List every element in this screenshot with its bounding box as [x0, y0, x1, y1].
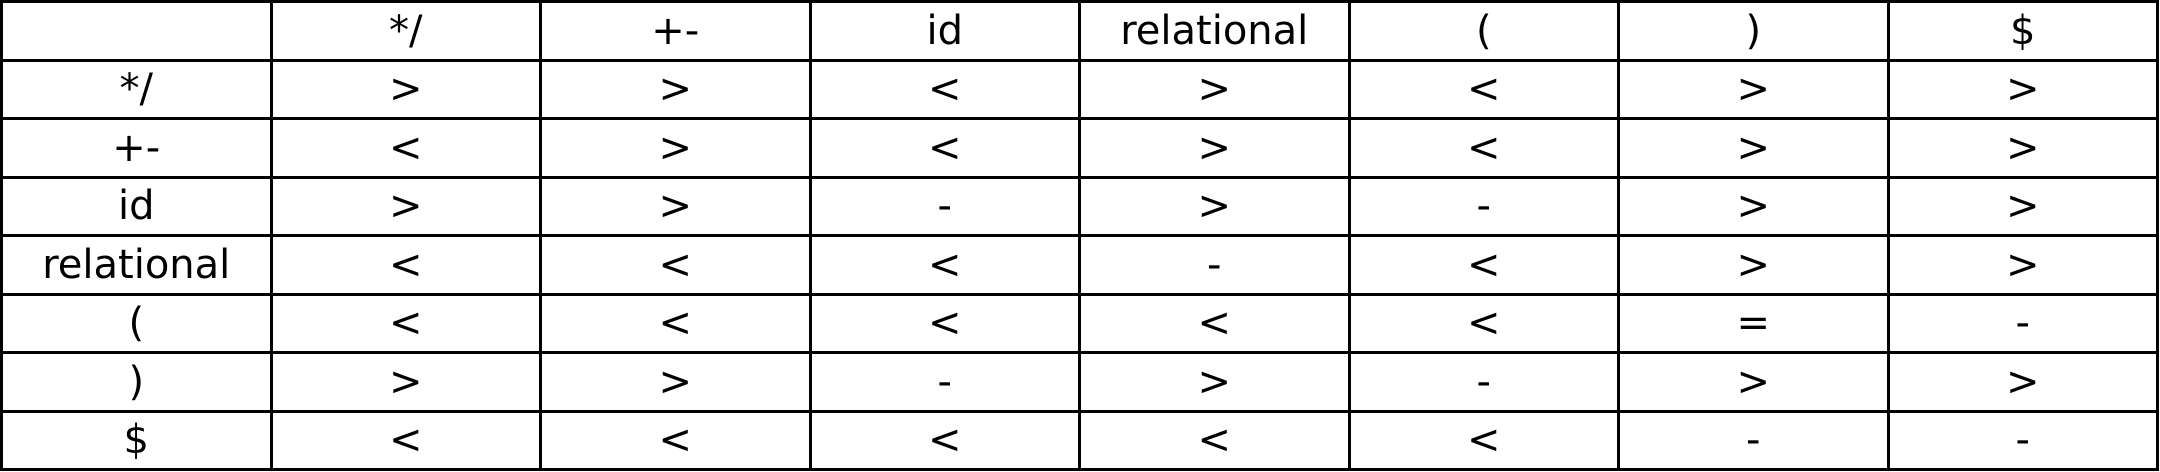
row-header: +-: [0, 117, 273, 179]
row-header: (: [0, 292, 273, 354]
relation-cell: <: [1347, 117, 1620, 179]
relation-cell: =: [1617, 292, 1890, 354]
relation-cell: <: [539, 292, 812, 354]
table-row: relational<<<-<>>: [0, 234, 2159, 296]
relation-cell: >: [539, 58, 812, 120]
column-header: $: [1886, 0, 2159, 62]
relation-cell: >: [1078, 175, 1351, 237]
relation-cell: <: [808, 117, 1081, 179]
relation-cell: -: [1617, 409, 1890, 471]
column-header: id: [808, 0, 1081, 62]
table-row: )>>->->>: [0, 351, 2159, 413]
relation-cell: >: [1078, 58, 1351, 120]
relation-cell: >: [1078, 351, 1351, 413]
relation-cell: -: [1886, 409, 2159, 471]
relation-cell: <: [808, 58, 1081, 120]
relation-cell: >: [1078, 117, 1351, 179]
relation-cell: >: [1617, 117, 1890, 179]
relation-cell: <: [1347, 58, 1620, 120]
relation-cell: <: [269, 292, 542, 354]
relation-cell: <: [1347, 292, 1620, 354]
relation-cell: >: [539, 351, 812, 413]
relation-cell: >: [1886, 175, 2159, 237]
column-header: (: [1347, 0, 1620, 62]
row-header: relational: [0, 234, 273, 296]
relation-cell: >: [1886, 117, 2159, 179]
relation-cell: -: [1347, 351, 1620, 413]
table-row: $<<<<<--: [0, 409, 2159, 471]
relation-cell: >: [1617, 175, 1890, 237]
relation-cell: <: [269, 117, 542, 179]
relation-cell: >: [1617, 351, 1890, 413]
relation-cell: <: [539, 409, 812, 471]
relation-cell: >: [269, 175, 542, 237]
relation-cell: -: [1078, 234, 1351, 296]
column-header: relational: [1078, 0, 1351, 62]
corner-cell: [0, 0, 273, 62]
relation-cell: >: [1886, 58, 2159, 120]
relation-cell: >: [269, 351, 542, 413]
relation-cell: <: [1347, 409, 1620, 471]
row-header: $: [0, 409, 273, 471]
table-row: */>><><>>: [0, 58, 2159, 120]
relation-cell: <: [1078, 409, 1351, 471]
relation-cell: <: [269, 234, 542, 296]
column-header: */: [269, 0, 542, 62]
relation-cell: <: [808, 409, 1081, 471]
relation-cell: >: [1617, 58, 1890, 120]
row-header: id: [0, 175, 273, 237]
relation-cell: >: [1617, 234, 1890, 296]
relation-cell: -: [1886, 292, 2159, 354]
relation-cell: <: [1347, 234, 1620, 296]
table-row: +-<><><>>: [0, 117, 2159, 179]
column-header: ): [1617, 0, 1890, 62]
relation-cell: >: [269, 58, 542, 120]
row-header: */: [0, 58, 273, 120]
relation-cell: <: [269, 409, 542, 471]
relation-cell: <: [808, 292, 1081, 354]
header-row: */ +- id relational ( ) $: [0, 0, 2159, 62]
relation-cell: <: [808, 234, 1081, 296]
relation-cell: >: [539, 175, 812, 237]
column-header: +-: [539, 0, 812, 62]
row-header: ): [0, 351, 273, 413]
relation-cell: <: [539, 234, 812, 296]
table-row: id>>->->>: [0, 175, 2159, 237]
relation-cell: >: [1886, 234, 2159, 296]
relation-cell: <: [1078, 292, 1351, 354]
relation-cell: >: [1886, 351, 2159, 413]
relation-cell: -: [1347, 175, 1620, 237]
relation-cell: >: [539, 117, 812, 179]
table-row: (<<<<<=-: [0, 292, 2159, 354]
relation-cell: -: [808, 175, 1081, 237]
relation-cell: -: [808, 351, 1081, 413]
